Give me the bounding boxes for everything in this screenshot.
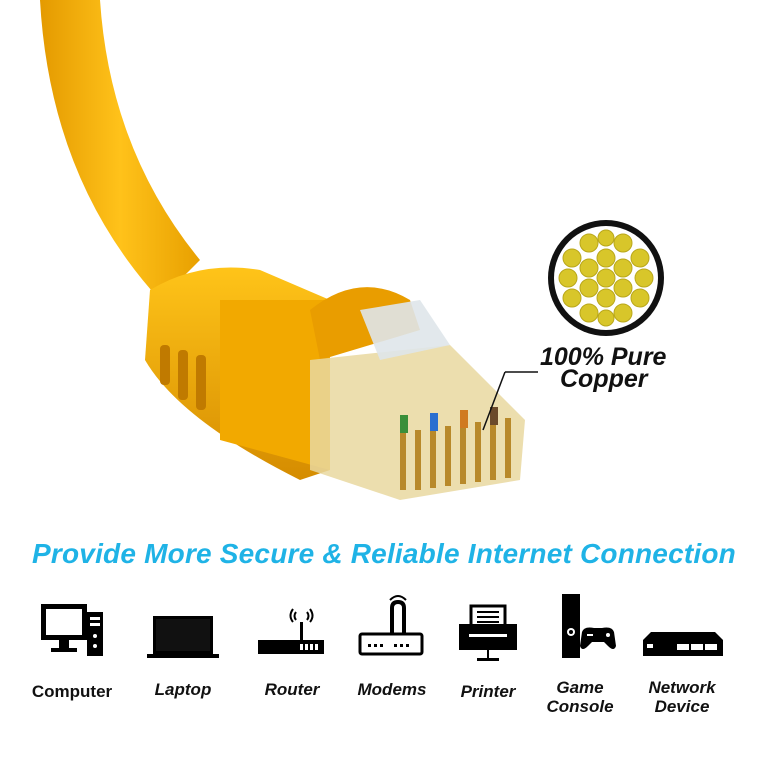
rj45-plug bbox=[310, 300, 538, 500]
device-label: Laptop bbox=[154, 680, 212, 699]
device-label-line2: Device bbox=[654, 697, 710, 716]
router-icon bbox=[258, 608, 324, 654]
device-label: Printer bbox=[460, 682, 516, 701]
device-printer: Printer bbox=[438, 592, 538, 701]
network-device-icon bbox=[643, 632, 723, 656]
ethernet-cable-image bbox=[40, 0, 664, 500]
device-label-line2: Console bbox=[546, 697, 614, 716]
copper-callout-line2: Copper bbox=[560, 365, 648, 393]
device-label: Computer bbox=[31, 682, 113, 701]
device-game-console: Game Console bbox=[530, 592, 630, 716]
device-laptop: Laptop bbox=[133, 592, 233, 699]
device-modem: Modems bbox=[342, 592, 442, 699]
copper-callout: 100% Pure Copper bbox=[540, 343, 667, 393]
copper-strands-icon bbox=[548, 220, 664, 336]
computer-icon bbox=[41, 604, 103, 656]
device-label-line1: Network bbox=[648, 678, 716, 697]
device-network: Network Device bbox=[632, 592, 732, 716]
device-label: Modems bbox=[357, 680, 427, 699]
device-label: Router bbox=[264, 680, 320, 699]
printer-icon bbox=[459, 604, 517, 661]
modem-icon bbox=[358, 595, 424, 656]
copper-callout-line1: 100% Pure bbox=[540, 343, 667, 371]
device-label: Game Console bbox=[530, 678, 630, 716]
device-label: Network Device bbox=[632, 678, 732, 716]
headline: Provide More Secure & Reliable Internet … bbox=[32, 538, 736, 569]
cable bbox=[40, 0, 200, 300]
device-label-line1: Game bbox=[556, 678, 604, 697]
game-console-icon bbox=[562, 594, 616, 658]
laptop-icon bbox=[147, 616, 219, 658]
device-computer: Computer bbox=[22, 592, 122, 701]
device-router: Router bbox=[242, 592, 342, 699]
